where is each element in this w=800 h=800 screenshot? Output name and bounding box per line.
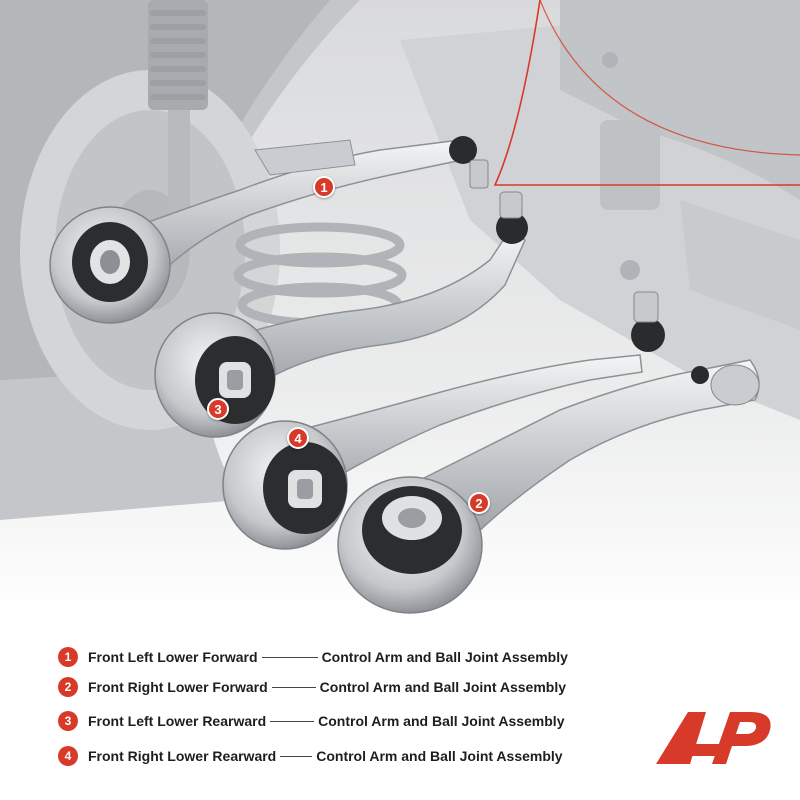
- control-arm-2: [337, 359, 760, 614]
- legend-description: Control Arm and Ball Joint Assembly: [318, 713, 565, 729]
- accent-curve: [493, 0, 800, 186]
- legend-item: 2 Front Right Lower Forward Control Arm …: [58, 674, 566, 700]
- legend-item: 3 Front Left Lower Rearward Control Arm …: [58, 708, 564, 734]
- legend-number: 4: [58, 746, 78, 766]
- legend-item: 4 Front Right Lower Rearward Control Arm…: [58, 743, 563, 769]
- legend-connector-line: [280, 755, 313, 757]
- callout-4: 4: [287, 427, 309, 449]
- legend-number: 1: [58, 647, 78, 667]
- legend-number: 2: [58, 677, 78, 697]
- control-arm-1: [49, 136, 489, 324]
- callout-2: 2: [468, 492, 490, 514]
- legend-connector-line: [261, 656, 318, 658]
- legend-number: 3: [58, 711, 78, 731]
- legend-position: Front Right Lower Rearward: [88, 748, 277, 764]
- legend-position: Front Right Lower Forward: [88, 679, 268, 695]
- legend-connector-line: [270, 720, 315, 722]
- a-premium-logo-icon: [656, 712, 771, 764]
- legend-item: 1 Front Left Lower Forward Control Arm a…: [58, 644, 568, 670]
- legend-description: Control Arm and Ball Joint Assembly: [316, 748, 563, 764]
- legend-description: Control Arm and Ball Joint Assembly: [321, 649, 568, 665]
- callout-3: 3: [207, 398, 229, 420]
- control-arm-4: [222, 291, 665, 550]
- product-scene: [0, 0, 800, 620]
- legend-connector-line: [271, 686, 316, 688]
- legend-position: Front Left Lower Forward: [88, 649, 258, 665]
- legend-description: Control Arm and Ball Joint Assembly: [319, 679, 566, 695]
- legend-position: Front Left Lower Rearward: [88, 713, 267, 729]
- callout-1: 1: [313, 176, 335, 198]
